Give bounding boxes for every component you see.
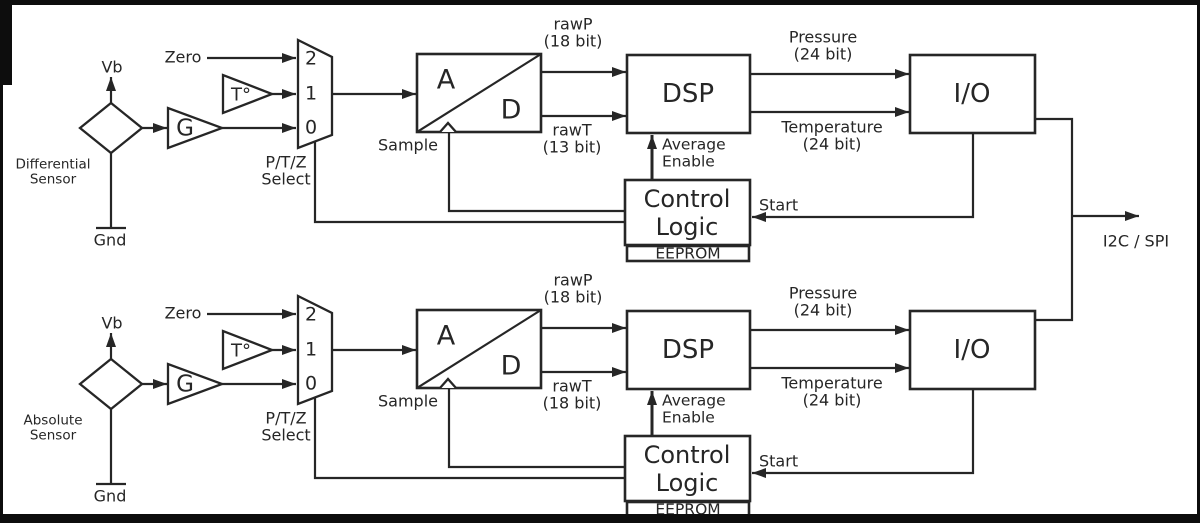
zero-label: Zero (164, 47, 202, 67)
temp-sensor-label: T° (231, 84, 251, 106)
adc-box (415, 308, 543, 390)
start-label: Start (759, 195, 799, 215)
rawp-label: rawP (18 bit) (543, 14, 603, 51)
sample-wire (447, 389, 625, 469)
rawt-label: rawT (18 bit) (542, 376, 602, 413)
eeprom-label: EEPROM (655, 500, 721, 519)
temperature-label: Temperature (24 bit) (781, 117, 883, 154)
eeprom-label: EEPROM (655, 244, 721, 263)
dsp-label: DSP (661, 334, 715, 365)
ptz-select-wire (313, 397, 625, 480)
io-label: I/O (953, 334, 991, 365)
temp-sensor-triangle (221, 73, 276, 115)
mux-port-2: 2 (304, 303, 318, 326)
mux-trapezoid (296, 294, 334, 406)
temp-sensor-triangle (221, 329, 276, 371)
adc-diagonal (416, 53, 542, 133)
temp-sensor-label: T° (231, 340, 251, 362)
adc-d-label: D (500, 94, 522, 126)
mux-port-0: 0 (304, 372, 318, 395)
average-enable-label: Average Enable (662, 391, 726, 426)
pressure-label: Pressure (24 bit) (788, 27, 858, 64)
adc-diagonal (416, 309, 542, 389)
channel-differential: Vb Gnd Differential Sensor Zero T° G 2 1… (15, 14, 1037, 263)
gain-label: G (176, 115, 194, 142)
io-bus-wire (1035, 117, 1074, 322)
channel-absolute: Vb Gnd Absolute Sensor Zero T° G 2 1 0 P… (0, 256, 1200, 522)
adc-d-label: D (500, 350, 522, 382)
rawp-label: rawP (18 bit) (543, 270, 603, 307)
ptz-select-label: P/T/Z Select (261, 152, 311, 189)
mux-trapezoid (296, 38, 334, 150)
sample-label: Sample (378, 391, 438, 411)
zero-label: Zero (164, 303, 202, 323)
rawt-label: rawT (13 bit) (542, 120, 602, 157)
dsp-box (625, 309, 752, 391)
eeprom-box (625, 244, 751, 263)
start-label: Start (759, 451, 799, 471)
gain-amp-triangle (166, 362, 226, 406)
mux-port-1: 1 (304, 82, 318, 105)
start-wire (752, 389, 975, 478)
mux-port-2: 2 (304, 47, 318, 70)
pressure-label: Pressure (24 bit) (788, 283, 858, 320)
adc-box (415, 52, 543, 134)
temperature-label: Temperature (24 bit) (781, 373, 883, 410)
sample-wire (447, 133, 625, 213)
gain-amp-triangle (166, 106, 226, 150)
vb-label: Vb (101, 313, 123, 333)
sample-label: Sample (378, 135, 438, 155)
dsp-label: DSP (661, 78, 715, 109)
average-enable-label: Average Enable (662, 135, 726, 170)
mux-port-0: 0 (304, 116, 318, 139)
gnd-label: Gnd (93, 486, 127, 506)
image-border-notch (0, 0, 12, 85)
sensor-label: Differential Sensor (15, 156, 91, 187)
channel-wiring (78, 294, 1037, 519)
mux-port-1: 1 (304, 338, 318, 361)
adc-a-label: A (436, 320, 456, 352)
control-logic-label: Control Logic (643, 441, 731, 497)
adc-a-label: A (436, 64, 456, 96)
sensor-label: Absolute Sensor (23, 412, 83, 443)
channel-wiring (78, 38, 1037, 263)
ptz-select-label: P/T/Z Select (261, 408, 311, 445)
io-label: I/O (953, 78, 991, 109)
gain-label: G (176, 371, 194, 398)
control-logic-label: Control Logic (643, 185, 731, 241)
i2c-spi-label: I2C / SPI (1102, 231, 1170, 251)
sample-clock-notch (439, 377, 457, 389)
dsp-box (625, 53, 752, 135)
gnd-label: Gnd (93, 230, 127, 250)
ptz-select-wire (313, 141, 625, 224)
vb-label: Vb (101, 57, 123, 77)
sample-clock-notch (439, 121, 457, 133)
start-wire (752, 133, 975, 222)
